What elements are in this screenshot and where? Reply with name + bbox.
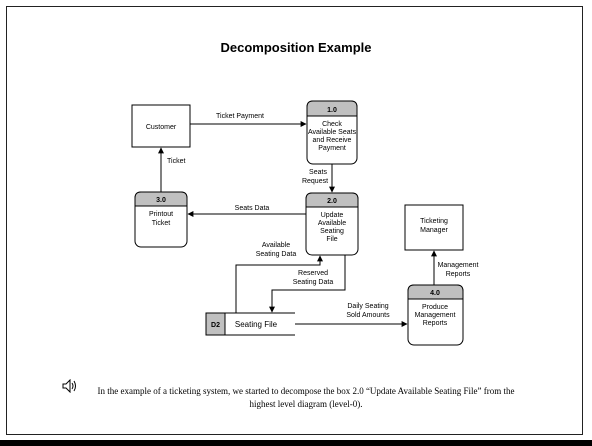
flow-daily-seating: Daily Seating Sold Amounts xyxy=(295,303,408,327)
datastore-name: Seating File xyxy=(235,320,278,329)
entity-customer-label: Customer xyxy=(146,124,177,131)
process-1-line-1: Check xyxy=(322,121,342,128)
bottom-bar xyxy=(0,440,592,446)
process-4: 4.0 Produce Management Reports xyxy=(407,284,464,346)
slide-title: Decomposition Example xyxy=(220,40,372,55)
process-1-line-2: Available Seats xyxy=(308,129,357,136)
process-2-id: 2.0 xyxy=(327,198,337,205)
flow-daily-seating-label-1: Daily Seating xyxy=(347,303,388,310)
slide-border xyxy=(6,6,583,435)
process-1-line-4: Payment xyxy=(318,145,346,152)
process-3-line-1: Printout xyxy=(149,211,173,218)
flow-reserved-seating-label-1: Reserved xyxy=(298,270,328,277)
entity-ticketing-manager: Ticketing Manager xyxy=(404,204,464,251)
flow-ticket-label: Ticket xyxy=(167,158,185,165)
flow-daily-seating-label-2: Sold Amounts xyxy=(346,312,390,319)
flow-available-seating: Available Seating Data xyxy=(235,242,323,313)
slide-caption: In the example of a ticketing system, we… xyxy=(97,386,515,409)
process-3-id: 3.0 xyxy=(156,197,166,204)
flow-management-reports-label-1: Management xyxy=(438,262,479,269)
speaker-icon[interactable] xyxy=(62,378,78,394)
flow-seats-request: Seats Request xyxy=(302,164,335,193)
datastore-d2: D2 Seating File xyxy=(205,312,295,336)
process-4-line-1: Produce xyxy=(422,304,448,311)
flow-available-seating-label-1: Available xyxy=(262,242,290,249)
flow-ticket-payment: Ticket Payment xyxy=(190,113,307,127)
entity-ticketing-manager-label-2: Manager xyxy=(420,227,448,234)
process-4-line-3: Reports xyxy=(423,320,448,327)
process-1-id: 1.0 xyxy=(327,107,337,114)
process-1: 1.0 Check Available Seats and Receive Pa… xyxy=(306,100,358,165)
flow-seats-request-label-1: Seats xyxy=(309,169,327,176)
flow-available-seating-label-2: Seating Data xyxy=(256,251,297,258)
flow-management-reports: Management Reports xyxy=(431,250,479,285)
flow-seats-request-label-2: Request xyxy=(302,178,328,185)
process-1-line-3: and Receive xyxy=(313,137,352,144)
flow-seats-data-label: Seats Data xyxy=(235,205,270,212)
process-2-line-3: Seating xyxy=(320,228,344,235)
process-2-line-2: Available xyxy=(318,220,346,227)
flow-ticket-payment-label: Ticket Payment xyxy=(216,113,264,120)
process-3: 3.0 Printout Ticket xyxy=(134,191,188,248)
flow-reserved-seating: Reserved Seating Data xyxy=(269,255,346,313)
flow-ticket: Ticket xyxy=(158,147,185,192)
process-2: 2.0 Update Available Seating File xyxy=(305,192,359,256)
entity-customer: Customer xyxy=(131,104,191,148)
process-4-id: 4.0 xyxy=(430,290,440,297)
flow-seats-data: Seats Data xyxy=(187,205,306,217)
datastore-id: D2 xyxy=(211,322,220,329)
process-2-line-4: File xyxy=(326,236,337,243)
flow-management-reports-label-2: Reports xyxy=(446,271,471,278)
entity-ticketing-manager-label-1: Ticketing xyxy=(420,218,448,225)
process-2-line-1: Update xyxy=(321,212,344,219)
flow-reserved-seating-label-2: Seating Data xyxy=(293,279,334,286)
process-3-line-2: Ticket xyxy=(152,220,170,227)
process-4-line-2: Management xyxy=(415,312,456,319)
